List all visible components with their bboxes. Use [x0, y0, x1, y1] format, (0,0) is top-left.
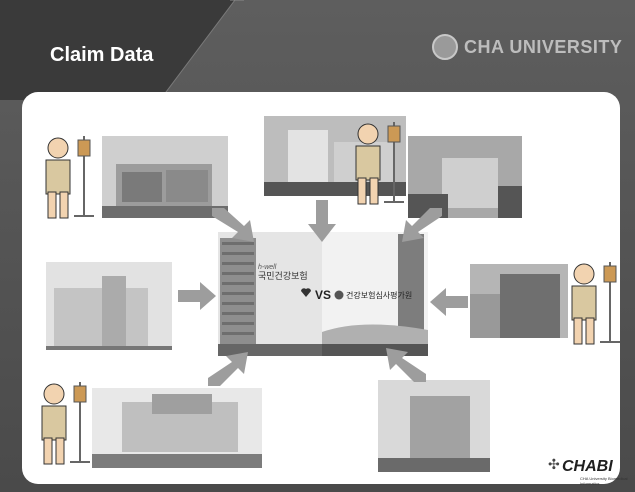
- chabi-mark-icon: ✣: [548, 456, 560, 472]
- vs-label: VS: [315, 288, 332, 302]
- arrow-from-bottom-left: [208, 352, 248, 386]
- arrow-from-bottom-right: [386, 348, 426, 382]
- hospital-photo-top-center: [264, 116, 406, 196]
- hospital-photo-bottom-right: [378, 380, 490, 472]
- hospital-photo-bottom-left: [92, 388, 262, 468]
- chabi-logo: CHABI: [562, 458, 613, 475]
- patient-iv-icon: [355, 122, 404, 205]
- university-brand: CHA UNIVERSITY: [432, 34, 622, 60]
- chabi-logo-subtitle: CHA University Biomedical Informatics: [580, 476, 628, 486]
- arrow-from-middle-right: [430, 288, 468, 316]
- patient-iv-icon: [41, 382, 90, 465]
- hospital-photo-top-left: [102, 136, 228, 218]
- nhis-logo: h-well 국민건강보험: [258, 264, 308, 282]
- arrow-from-middle-left: [178, 282, 216, 310]
- arrow-from-top-center: [308, 200, 336, 242]
- nhis-building-image: [218, 232, 326, 356]
- arrow-from-top-left: [212, 208, 254, 242]
- header-diagonal-shape: [0, 0, 244, 100]
- patient-iv-icon: [45, 136, 94, 219]
- patient-iv-icon: [571, 262, 620, 345]
- nhis-logo-text: 국민건강보험: [258, 270, 308, 281]
- arrow-from-top-right: [402, 208, 442, 242]
- hospital-photo-middle-right: [470, 264, 568, 338]
- hospital-photo-middle-left: [46, 262, 172, 350]
- university-name: CHA UNIVERSITY: [464, 36, 623, 57]
- nhis-heart-icon: [301, 288, 311, 297]
- slide-title: Claim Data: [50, 44, 154, 66]
- university-seal-icon: [432, 34, 458, 60]
- hira-emblem-icon: [334, 290, 344, 300]
- nhis-logo-small: h-well: [258, 264, 277, 271]
- hira-logo-text: 건강보험심사평가원: [346, 291, 413, 300]
